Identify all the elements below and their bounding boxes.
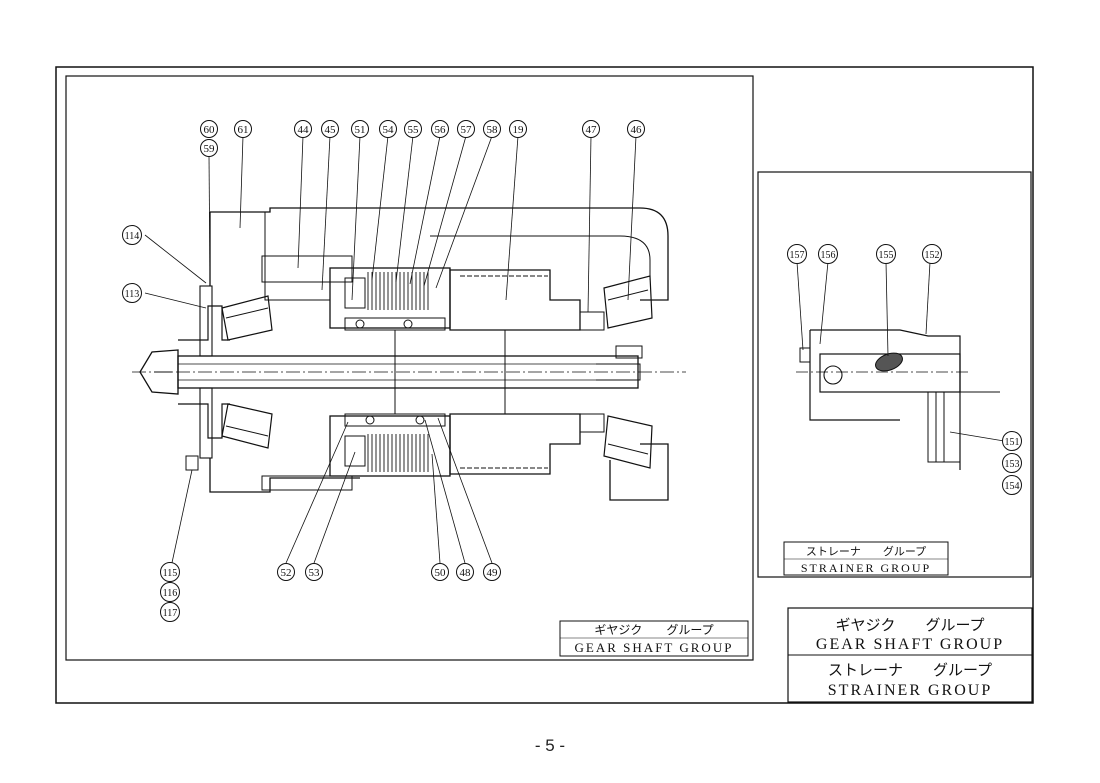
strainer-caption-jp: ストレーナ グループ: [806, 544, 926, 558]
callout-59: 59: [200, 139, 218, 157]
callout-56: 56: [431, 120, 449, 138]
callout-49: 49: [483, 563, 501, 581]
callout-57: 57: [457, 120, 475, 138]
svg-text:19: 19: [513, 124, 525, 136]
svg-text:51: 51: [355, 124, 366, 136]
callout-114: 114: [122, 225, 142, 245]
callout-54: 54: [379, 120, 397, 138]
callout-50: 50: [431, 563, 449, 581]
callout-53: 53: [305, 563, 323, 581]
callout-117: 117: [160, 602, 180, 622]
callout-154: 154: [1002, 475, 1022, 495]
group-legend: ギヤジク グループ GEAR SHAFT GROUP ストレーナ グループ ST…: [787, 607, 1033, 703]
callout-151: 151: [1002, 431, 1022, 451]
svg-text:115: 115: [163, 568, 178, 579]
svg-text:157: 157: [790, 250, 805, 261]
strainer-leader-lines: [796, 261, 1005, 442]
svg-text:151: 151: [1005, 437, 1020, 448]
svg-text:56: 56: [435, 124, 447, 136]
callout-19: 19: [509, 120, 527, 138]
callout-116: 116: [160, 582, 180, 602]
svg-text:47: 47: [586, 124, 598, 136]
gear-shaft-panel: [65, 75, 754, 661]
callout-52: 52: [277, 563, 295, 581]
callout-155: 155: [876, 244, 896, 264]
callout-61: 61: [234, 120, 252, 138]
svg-text:155: 155: [879, 250, 894, 261]
callout-44: 44: [294, 120, 312, 138]
sheet-border: [55, 66, 1034, 704]
svg-text:49: 49: [487, 567, 499, 579]
svg-text:156: 156: [821, 250, 836, 261]
page-number: - 5 -: [534, 736, 566, 755]
callout-113: 113: [122, 283, 142, 303]
gear-callouts: 60 59 61 44 45 51 54 55 56 57 58 19 47 4…: [122, 120, 645, 622]
svg-text:58: 58: [487, 124, 499, 136]
callout-47: 47: [582, 120, 600, 138]
callout-55: 55: [404, 120, 422, 138]
callout-46: 46: [627, 120, 645, 138]
strainer-panel-caption: ストレーナ グループ STRAINER GROUP: [783, 541, 949, 576]
svg-text:57: 57: [461, 124, 473, 136]
callout-60: 60: [200, 120, 218, 138]
callout-45: 45: [321, 120, 339, 138]
legend-strainer-jp: ストレーナ グループ: [828, 661, 992, 679]
callout-157: 157: [787, 244, 807, 264]
gear-leader-lines: [144, 135, 637, 573]
callout-153: 153: [1002, 453, 1022, 473]
callout-156: 156: [818, 244, 838, 264]
svg-text:46: 46: [631, 124, 643, 136]
svg-text:50: 50: [435, 567, 447, 579]
strainer-cross-section: [796, 329, 1000, 470]
gear-caption-jp: ギヤジク グループ: [594, 623, 713, 637]
svg-text:45: 45: [325, 124, 337, 136]
callout-115: 115: [160, 562, 180, 582]
legend-strainer-en: STRAINER GROUP: [828, 682, 992, 699]
callout-51: 51: [351, 120, 369, 138]
callout-152: 152: [922, 244, 942, 264]
svg-text:117: 117: [163, 608, 178, 619]
svg-text:54: 54: [383, 124, 395, 136]
svg-text:48: 48: [460, 567, 472, 579]
svg-text:113: 113: [125, 289, 140, 300]
svg-text:53: 53: [309, 567, 321, 579]
strainer-panel: [757, 171, 1032, 578]
gear-caption-en: GEAR SHAFT GROUP: [575, 640, 734, 655]
svg-text:153: 153: [1005, 459, 1020, 470]
legend-gear-jp: ギヤジク グループ: [835, 616, 984, 634]
gear-shaft-cross-section: [132, 207, 686, 501]
svg-text:116: 116: [163, 588, 178, 599]
svg-text:59: 59: [204, 143, 216, 155]
callout-48: 48: [456, 563, 474, 581]
svg-text:154: 154: [1005, 481, 1020, 492]
svg-text:61: 61: [238, 124, 249, 136]
strainer-caption-en: STRAINER GROUP: [801, 561, 931, 575]
svg-text:55: 55: [408, 124, 420, 136]
strainer-callouts: 157 156 155 152 151 153 154: [787, 244, 1022, 495]
legend-gear-en: GEAR SHAFT GROUP: [816, 636, 1004, 653]
gear-panel-caption: ギヤジク グループ GEAR SHAFT GROUP: [559, 620, 749, 657]
svg-text:114: 114: [125, 231, 140, 242]
svg-text:60: 60: [204, 124, 216, 136]
svg-text:52: 52: [281, 567, 292, 579]
callout-58: 58: [483, 120, 501, 138]
svg-text:152: 152: [925, 250, 940, 261]
svg-text:44: 44: [298, 124, 310, 136]
